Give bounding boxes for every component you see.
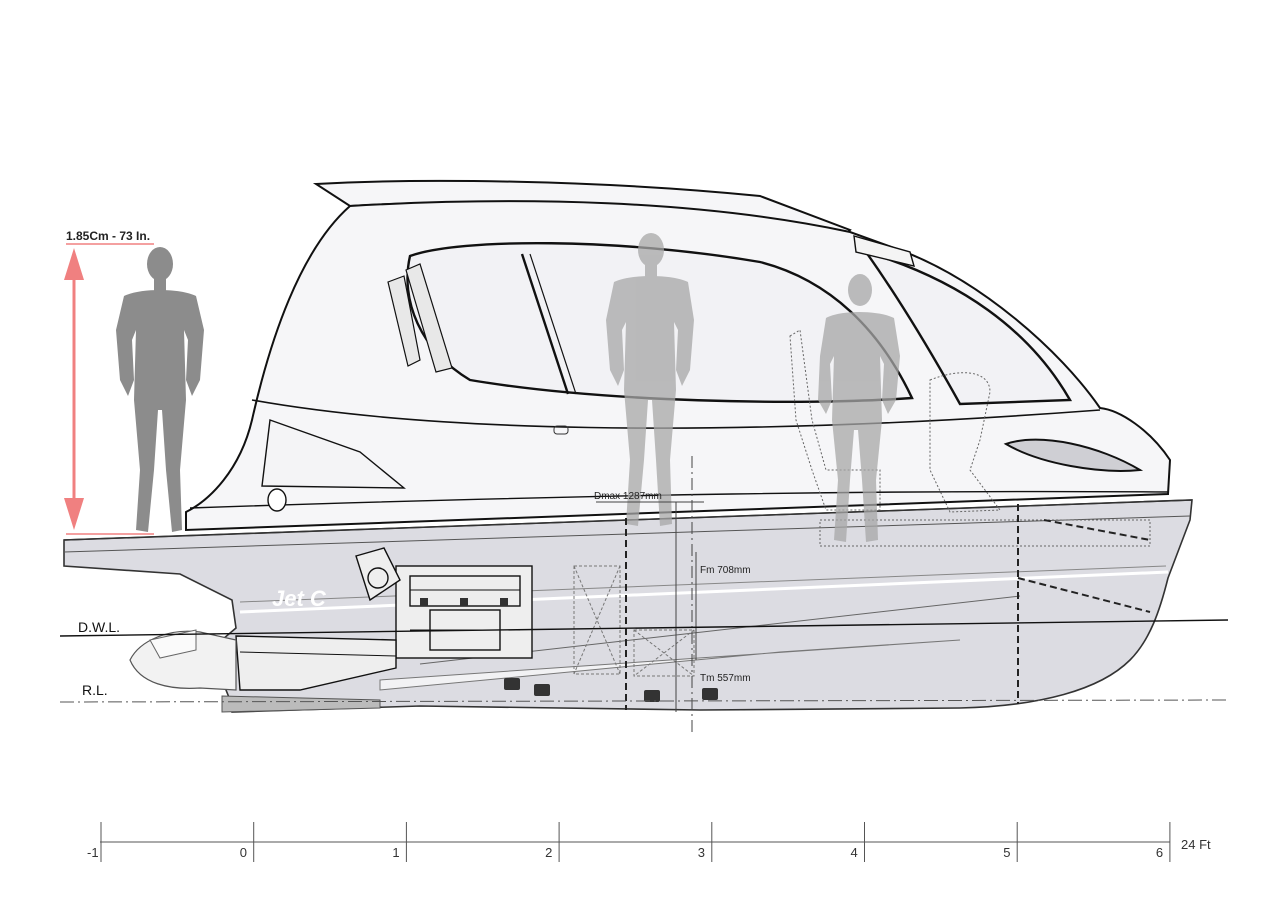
seats — [789, 329, 1151, 547]
human-silhouette-standing — [116, 247, 204, 532]
scale-tick-label: 2 — [545, 845, 552, 860]
lower-side-panel — [261, 419, 406, 489]
bulkheads — [625, 504, 1151, 710]
midship-dimension — [596, 456, 704, 734]
tank-left-cross-1 — [573, 565, 621, 675]
scale-tick-label: 6 — [1156, 845, 1163, 860]
headlight — [1003, 438, 1144, 472]
tm-label: Tm 557mm — [700, 673, 751, 684]
tank-right — [633, 629, 695, 677]
dwl-line — [59, 619, 1229, 637]
bulkhead-fwd-top — [1043, 519, 1151, 541]
human-silhouette-driver — [818, 274, 900, 542]
hull-upper-line — [239, 565, 1167, 603]
dmax-label: Dmax 1287mm — [594, 491, 662, 502]
human-silhouette-cabin — [606, 233, 694, 526]
windshield — [863, 249, 1073, 406]
height-arrow-down — [64, 498, 84, 530]
waterlines — [59, 619, 1229, 703]
scale-bar — [100, 822, 1171, 862]
tank-right-cross-2 — [633, 629, 695, 677]
vent-strip-2 — [405, 263, 453, 373]
dwl-label: D.W.L. — [78, 619, 120, 635]
rl-label: R.L. — [82, 682, 108, 698]
door-handle — [553, 425, 569, 435]
floor-outline — [819, 519, 1151, 547]
height-dimension — [64, 243, 154, 535]
fitting-1 — [504, 678, 520, 690]
scale-tick-label: 1 — [392, 845, 399, 860]
porthole — [267, 488, 287, 512]
hull-lettering: Jet C — [272, 586, 327, 611]
scale-tick-label: 3 — [698, 845, 705, 860]
jet-drive — [235, 635, 397, 691]
scale-tick-label: -1 — [87, 845, 99, 860]
scale-tick-label: 5 — [1003, 845, 1010, 860]
bulkhead-fwd-deck — [1017, 577, 1151, 613]
hull-chine-line — [239, 570, 1169, 614]
tank-left-cross-2 — [573, 565, 621, 675]
engine-detail-1 — [420, 598, 428, 606]
engine-detail-3 — [500, 598, 508, 606]
fitting-4 — [702, 688, 718, 700]
window-mullion-1 — [520, 253, 570, 395]
height-arrow-up — [64, 248, 84, 280]
engine-detail-2 — [460, 598, 468, 606]
fm-label: Fm 708mm — [700, 565, 751, 576]
seat-rear — [789, 329, 881, 511]
rl-line — [59, 699, 1229, 703]
tank-left — [573, 565, 621, 675]
height-label: 1.85Cm - 73 In. — [66, 229, 150, 243]
vent-strip-1 — [387, 275, 421, 367]
tanks — [573, 565, 695, 677]
nozzle-cover — [149, 629, 197, 659]
drive-shaft — [239, 651, 397, 657]
window-mullion-2 — [529, 253, 577, 395]
engine-assembly — [129, 547, 533, 713]
fitting-3 — [644, 690, 660, 702]
cabin-base-line — [189, 490, 1169, 509]
scale-tick-label: 4 — [851, 845, 858, 860]
hull-strake-line — [379, 639, 961, 691]
turbo-wheel — [367, 567, 389, 589]
fittings — [504, 678, 718, 702]
intake-plate — [221, 695, 381, 713]
scale-tick-label: 0 — [240, 845, 247, 860]
fitting-2 — [534, 684, 550, 696]
belt-line — [251, 399, 1101, 429]
scale-unit-label: 24 Ft — [1181, 837, 1211, 852]
roof-light — [853, 235, 916, 267]
